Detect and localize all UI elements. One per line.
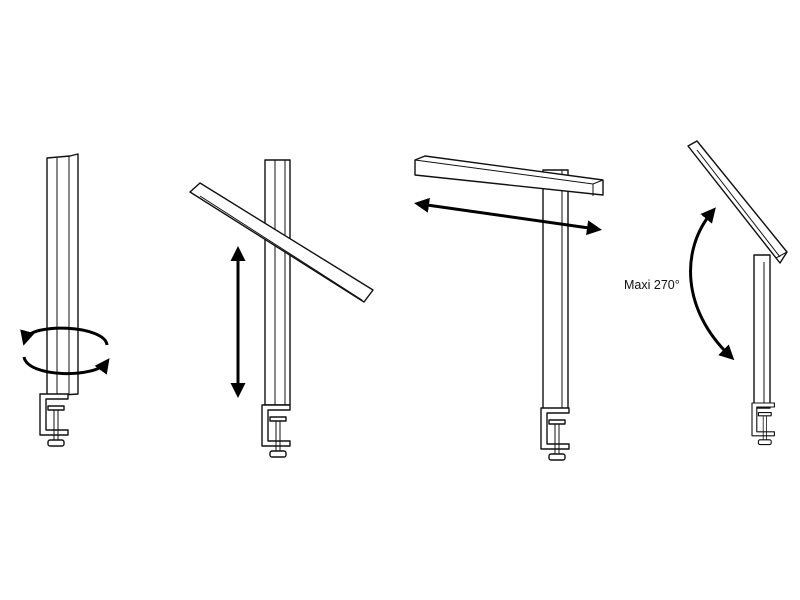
lamp-pole — [46, 153, 79, 397]
figure-tilt: Maxi 270° — [624, 140, 788, 446]
tilt-range-label: Maxi 270° — [624, 278, 680, 292]
lamp-pole — [264, 159, 291, 406]
desk-clamp — [540, 407, 570, 461]
lamp-pole — [542, 169, 569, 411]
rotate-arrow-icon — [20, 326, 109, 346]
lamp-head — [414, 155, 604, 196]
desk-clamp — [751, 402, 775, 446]
figure-rotation — [20, 153, 110, 447]
lamp-pole — [753, 254, 771, 409]
desk-clamp — [39, 393, 69, 447]
figure-horizontal-slide — [414, 155, 604, 461]
tilt-arrow-icon — [689, 207, 735, 361]
rotate-arrow-icon — [22, 356, 110, 376]
horizontal-arrow-icon — [414, 197, 602, 236]
figure-height-adjustment — [189, 159, 374, 458]
desk-clamp — [261, 404, 291, 458]
